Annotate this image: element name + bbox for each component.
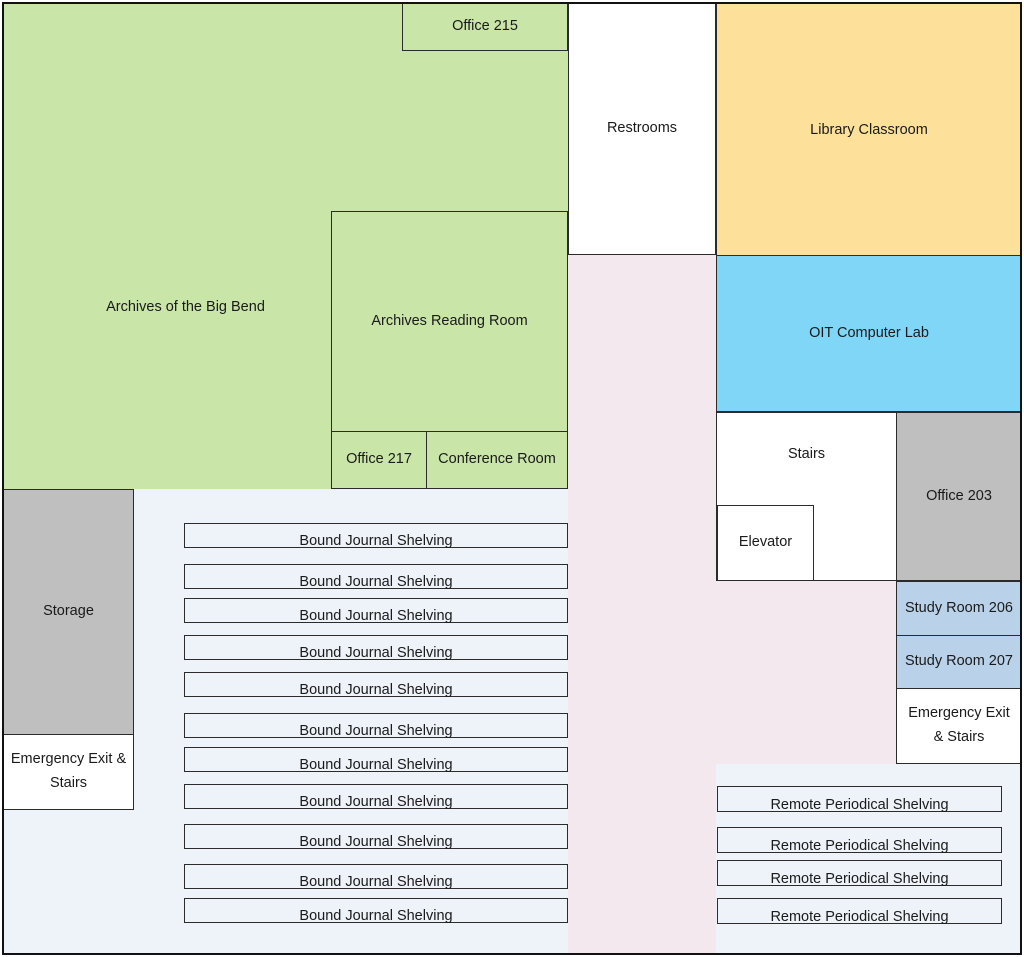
bound-journal-shelf[interactable]: Bound Journal Shelving — [184, 747, 568, 772]
office-217-label: Office 217 — [346, 451, 412, 468]
elevator-label: Elevator — [738, 534, 793, 551]
office-203-label: Office 203 — [926, 487, 992, 504]
hallway-east — [716, 581, 897, 764]
remote-periodical-shelf[interactable]: Remote Periodical Shelving — [717, 860, 1002, 886]
bound-journal-shelf[interactable]: Bound Journal Shelving — [184, 784, 568, 809]
emergency-exit-left[interactable]: Emergency Exit & Stairs — [3, 734, 134, 810]
bound-journal-shelf[interactable]: Bound Journal Shelving — [184, 864, 568, 889]
office-215[interactable]: Office 215 — [402, 3, 568, 51]
bound-journal-shelf[interactable]: Bound Journal Shelving — [184, 898, 568, 923]
library-classroom-label: Library Classroom — [810, 121, 928, 138]
stairs-label: Stairs — [787, 446, 826, 462]
study-room-206-label: Study Room 206 — [904, 599, 1013, 616]
bound-journal-shelf[interactable]: Bound Journal Shelving — [184, 564, 568, 589]
bound-journal-shelf[interactable]: Bound Journal Shelving — [184, 824, 568, 849]
shelf-label: Bound Journal Shelving — [299, 873, 453, 890]
bound-journal-shelf[interactable]: Bound Journal Shelving — [184, 635, 568, 660]
shelf-label: Remote Periodical Shelving — [770, 908, 949, 925]
shelf-label: Bound Journal Shelving — [299, 573, 453, 590]
emergency-exit-right-label: Emergency Exit & Stairs — [908, 705, 1010, 745]
office-215-label: Office 215 — [452, 18, 518, 35]
shelf-label: Bound Journal Shelving — [299, 756, 453, 773]
shelf-label: Bound Journal Shelving — [299, 722, 453, 739]
bound-journal-shelf[interactable]: Bound Journal Shelving — [184, 598, 568, 623]
study-room-206[interactable]: Study Room 206 — [896, 581, 1022, 636]
bound-journal-shelf[interactable]: Bound Journal Shelving — [184, 672, 568, 697]
shelf-label: Bound Journal Shelving — [299, 532, 453, 549]
study-room-207[interactable]: Study Room 207 — [896, 635, 1022, 689]
shelf-label: Bound Journal Shelving — [299, 793, 453, 810]
shelf-label: Bound Journal Shelving — [299, 833, 453, 850]
restrooms-label: Restrooms — [606, 120, 678, 137]
shelf-label: Bound Journal Shelving — [299, 607, 453, 624]
remote-periodical-shelf[interactable]: Remote Periodical Shelving — [717, 827, 1002, 853]
elevator[interactable]: Elevator — [717, 505, 814, 581]
archives-reading-room[interactable]: Archives Reading Room — [331, 211, 568, 432]
storage[interactable]: Storage — [3, 489, 134, 735]
shelf-label: Remote Periodical Shelving — [770, 837, 949, 854]
remote-periodical-shelf[interactable]: Remote Periodical Shelving — [717, 898, 1002, 924]
conference-room-label: Conference Room — [438, 451, 556, 468]
shelf-label: Remote Periodical Shelving — [770, 870, 949, 887]
archives-big-bend-label: Archives of the Big Bend — [106, 299, 265, 316]
hallway — [568, 255, 716, 954]
emergency-exit-right[interactable]: Emergency Exit & Stairs — [896, 688, 1022, 764]
shelf-label: Remote Periodical Shelving — [770, 796, 949, 813]
study-room-207-label: Study Room 207 — [904, 653, 1013, 670]
oit-computer-lab-label: OIT Computer Lab — [809, 324, 929, 341]
bound-journal-shelf[interactable]: Bound Journal Shelving — [184, 713, 568, 738]
oit-computer-lab[interactable]: OIT Computer Lab — [716, 255, 1022, 412]
library-classroom[interactable]: Library Classroom — [716, 3, 1022, 258]
archives-big-bend[interactable]: Archives of the Big Bend — [3, 150, 368, 466]
conference-room[interactable]: Conference Room — [426, 431, 568, 489]
bound-journal-shelf[interactable]: Bound Journal Shelving — [184, 523, 568, 548]
archives-reading-room-label: Archives Reading Room — [371, 312, 528, 329]
shelf-label: Bound Journal Shelving — [299, 907, 453, 924]
office-217[interactable]: Office 217 — [331, 431, 427, 489]
office-203[interactable]: Office 203 — [896, 412, 1022, 581]
storage-label: Storage — [43, 603, 94, 620]
shelf-label: Bound Journal Shelving — [299, 681, 453, 698]
shelf-label: Bound Journal Shelving — [299, 644, 453, 661]
remote-periodical-shelf[interactable]: Remote Periodical Shelving — [717, 786, 1002, 812]
restrooms[interactable]: Restrooms — [568, 3, 716, 255]
emergency-exit-left-label: Emergency Exit & Stairs — [10, 751, 127, 791]
